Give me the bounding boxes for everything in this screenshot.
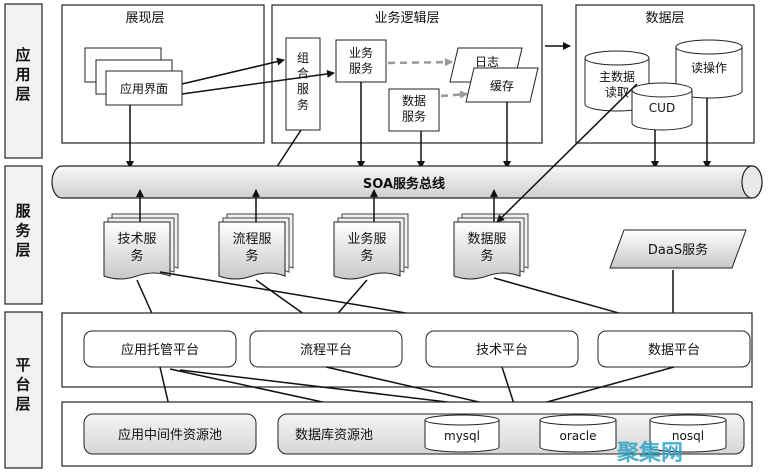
tech-platform-label: 技术平台 (476, 343, 528, 358)
biz-service-doc-label: 业务服务 (347, 231, 386, 264)
presentation-title: 展现层 (125, 11, 164, 26)
middleware-pool: 应用中间件资源池 (83, 413, 257, 455)
flow-service-doc: 流程服务 (218, 213, 294, 280)
layer-label-service: 服务层 (4, 165, 43, 305)
app-ui-label: 应用界面 (120, 81, 168, 96)
tech-service-label: 技术服务 (117, 232, 156, 264)
flow-service-label: 流程服务 (232, 232, 271, 264)
daas-service: DaaS服务 (609, 229, 747, 269)
business-title: 业务逻辑层 (374, 10, 439, 26)
dashed-arrows (387, 58, 468, 99)
flow-platform: 流程平台 (249, 330, 403, 368)
soa-service-bus: SOA服务总线 (51, 165, 763, 199)
nosql-cylinder: nosql (649, 414, 727, 453)
service-layer-frame (62, 198, 63, 304)
flow-platform-label: 流程平台 (300, 343, 352, 358)
tech-service-doc: 技术服务 (103, 213, 179, 280)
mysql-cylinder: mysql (424, 414, 500, 453)
hosting-platform: 应用托管平台 (83, 330, 237, 368)
soa-bus-label: SOA服务总线 (363, 176, 445, 192)
composite-service-label: 组合服务 (297, 51, 309, 112)
layer-label-platform: 平台层 (4, 311, 43, 469)
data-service-box: 数据服务 (388, 88, 440, 132)
log-label: 日志 (475, 55, 499, 69)
db-pool-label: 数据库资源池 (295, 427, 373, 443)
read-op-cylinder: 读操作 (675, 39, 743, 99)
layer-platform-label: 平台层 (15, 356, 30, 413)
data-service-doc: 数据服务 (453, 213, 529, 280)
cache-box: 缓存 (465, 67, 539, 103)
data-layer-title: 数据层 (645, 11, 684, 26)
oracle-label: oracle (560, 429, 597, 443)
oracle-cylinder: oracle (539, 414, 617, 453)
biz-service-box: 业务服务 (335, 39, 387, 83)
daas-label: DaaS服务 (648, 242, 708, 258)
data-service-label: 数据服务 (402, 93, 426, 124)
hosting-platform-label: 应用托管平台 (121, 342, 199, 358)
biz-service-label: 业务服务 (349, 45, 373, 76)
master-read-label: 主数据读取 (599, 69, 635, 100)
mysql-label: mysql (444, 429, 480, 443)
middleware-pool-label: 应用中间件资源池 (118, 427, 222, 443)
biz-service-doc: 业务服务 (333, 213, 409, 280)
cud-cylinder: CUD (631, 82, 693, 131)
composite-service: 组合服务 (285, 37, 321, 131)
cud-label: CUD (649, 101, 675, 115)
cache-label: 缓存 (490, 79, 514, 93)
data-platform: 数据平台 (597, 330, 751, 368)
read-op-label: 读操作 (691, 60, 727, 75)
data-service-doc-label: 数据服务 (467, 232, 506, 264)
layer-label-app: 应用层 (4, 3, 43, 159)
data-platform-label: 数据平台 (648, 343, 700, 358)
nosql-label: nosql (672, 429, 704, 443)
watermark: 聚集网 (616, 440, 683, 466)
layer-service-label: 服务层 (15, 202, 31, 259)
app-ui-stack: 应用界面 (84, 47, 183, 106)
tech-platform: 技术平台 (425, 330, 579, 368)
layer-app-label: 应用层 (15, 46, 30, 103)
db-pool: 数据库资源池 (277, 413, 745, 455)
